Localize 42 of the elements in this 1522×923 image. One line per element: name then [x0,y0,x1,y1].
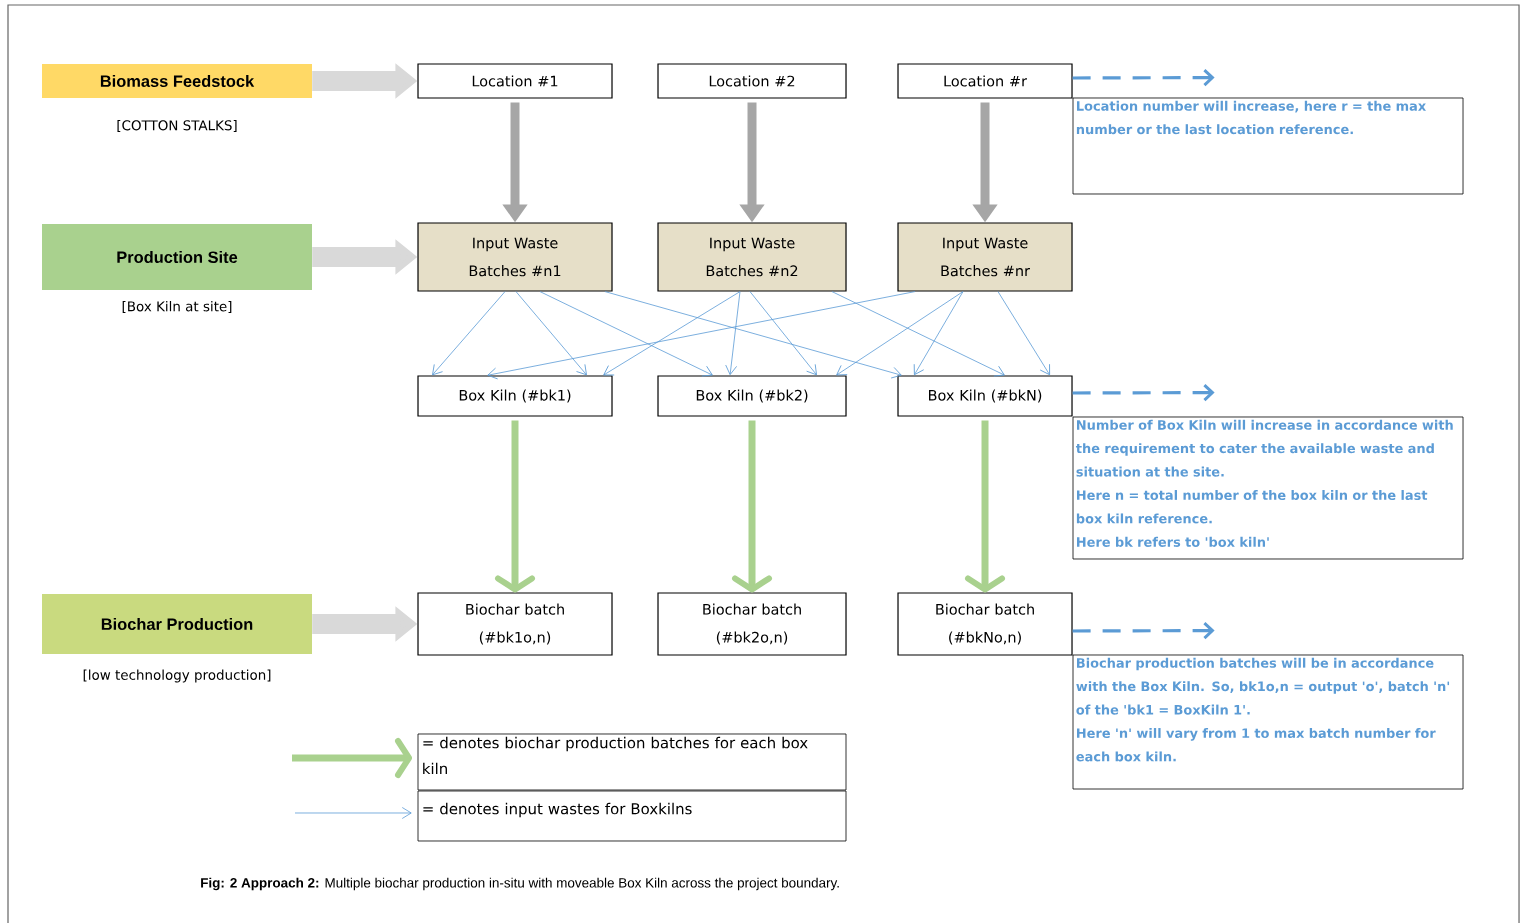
subtitle: [low technology production] [83,669,271,683]
note-box: Number of Box Kiln will increase in accordance with the requirement to cater the available waste and situation at the site. Here n = total number of the box kiln or the last box kiln reference. Here bk refers to 'box kiln' [1072,416,1464,560]
input-box: Input Waste Batches #n1 [417,222,613,292]
process-box: Box Kiln (#bkN) [897,375,1073,417]
arrow [432,291,506,376]
arrow [1072,384,1215,402]
output-box: Biochar batch (#bk2o,n) [657,592,847,656]
arrow [1072,622,1215,640]
subtitle: [COTTON STALKS] [117,120,237,132]
caption: Fig: 2 Approach 2: Multiple biochar production in-situ with moveable Box Kiln across the project boundary. [201,877,839,891]
process-box: Box Kiln (#bk1) [417,375,613,417]
arrow [749,291,817,376]
arrow [603,291,741,376]
arrow [836,291,964,376]
arrow [604,291,902,379]
process-box: Location #2 [657,63,847,99]
arrow [515,291,587,376]
arrow [732,420,772,593]
legend-entry: = denotes biochar production batches for each box kiln [417,733,847,791]
arrow [965,420,1005,593]
arrow [495,420,535,593]
note-box: Location number will increase, here r = the max number or the last location reference. [1072,97,1464,195]
output-box: Biochar batch (#bkNo,n) [897,592,1073,656]
subtitle: [Box Kiln at site] [122,301,232,313]
legend-entry: = denotes input wastes for Boxkilns [417,790,847,842]
process-box: Location #r [897,63,1073,99]
arrow [539,291,713,377]
arrow [913,291,964,376]
arrow [831,291,1005,377]
input-box: Input Waste Batches #nr [897,222,1073,292]
category-box: Production Site [42,224,312,290]
arrow [997,291,1050,376]
arrow [1072,69,1215,87]
category-box: Biochar Production [42,594,312,654]
process-box: Box Kiln (#bk2) [657,375,847,417]
output-box: Biochar batch (#bk1o,n) [417,592,613,656]
input-box: Input Waste Batches #n2 [657,222,847,292]
arrow [725,291,741,376]
note-box: Biochar production batches will be in accordance with the Box Kiln. So, bk1o,n = output 'o', batch 'n' of the 'bk1 = BoxKiln 1'. Here 'n' will vary from 1 to max batch number for each box kiln. [1072,654,1464,790]
process-box: Location #1 [417,63,613,99]
arrow [487,291,916,380]
category-box: Biomass Feedstock [42,64,312,98]
